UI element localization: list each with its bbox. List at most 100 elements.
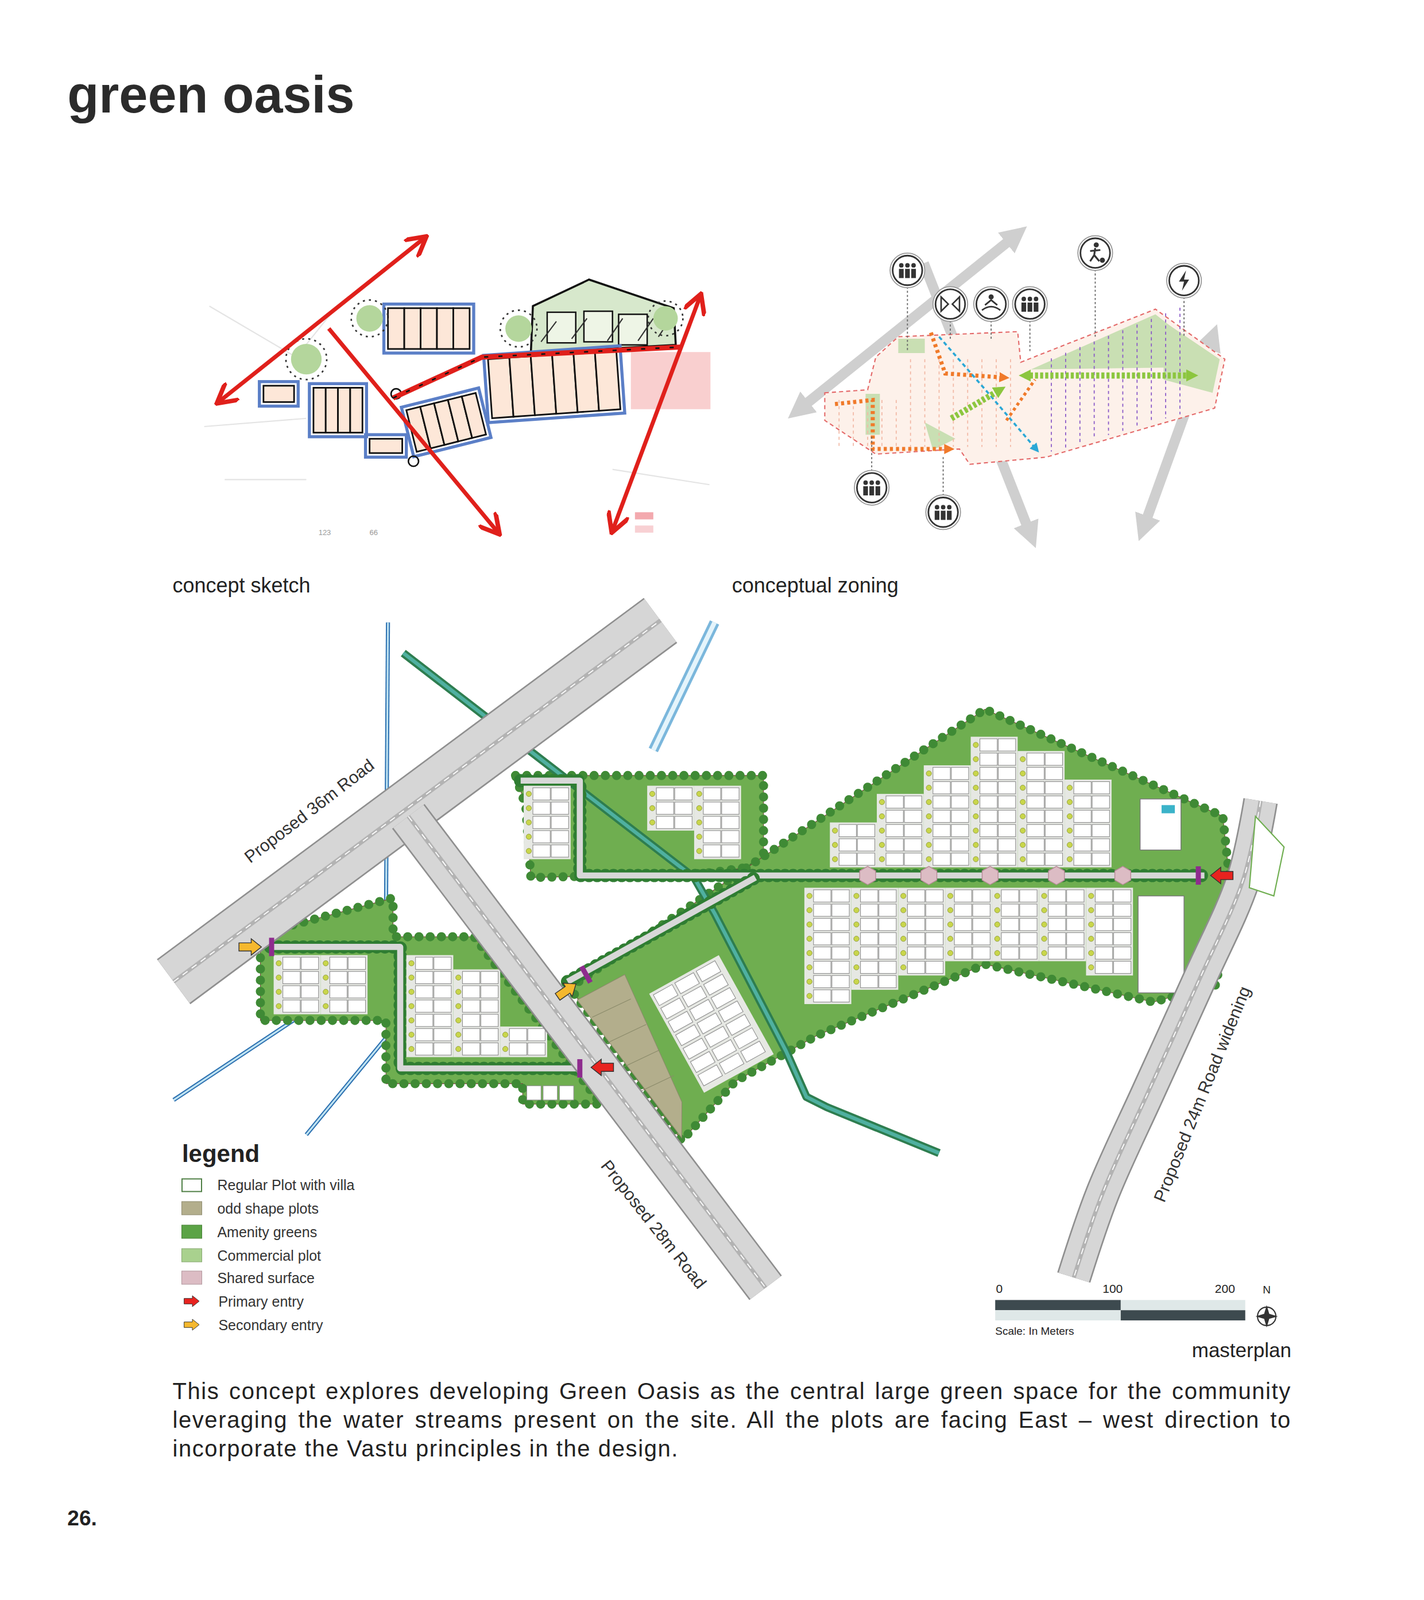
villa-plot <box>954 933 972 946</box>
legend-text: Amenity greens <box>217 1223 317 1241</box>
street-tree <box>994 893 1000 899</box>
street-tree <box>853 922 859 928</box>
icon-glyph <box>904 268 910 278</box>
street-tree <box>408 1046 414 1052</box>
villa-plot <box>860 933 878 946</box>
villa-plot <box>838 853 857 866</box>
villa-plot <box>907 946 925 959</box>
sketch-plot <box>263 385 294 402</box>
villa-plot <box>415 1014 433 1027</box>
villa-plot <box>813 961 831 974</box>
zone-green <box>898 338 925 354</box>
villa-plot <box>1048 946 1066 959</box>
water-stream-core <box>385 622 389 924</box>
villa-plot <box>813 918 831 931</box>
legend-item: Primary entry <box>181 1293 304 1310</box>
street-tree <box>408 989 414 995</box>
villa-plot <box>415 1043 433 1056</box>
street-tree <box>1088 950 1094 956</box>
icon-glyph <box>1090 248 1101 262</box>
plot-stripe <box>1179 307 1181 415</box>
villa-plot <box>1094 890 1113 903</box>
villa-plot <box>1048 904 1066 917</box>
villa-plot <box>1073 853 1091 866</box>
arrow-shape <box>184 1295 200 1307</box>
plot-ground <box>898 887 946 976</box>
villa-plot <box>998 782 1016 795</box>
entry-gate <box>269 937 275 957</box>
street-tree <box>947 950 953 956</box>
sketch-block <box>309 383 367 437</box>
sketch-plot <box>388 308 405 350</box>
movement-arrow <box>612 295 701 531</box>
icon-circle <box>1169 265 1199 296</box>
plot-stripe <box>981 359 983 448</box>
street-tree <box>1041 893 1047 899</box>
street-tree <box>806 964 812 970</box>
sketch-outline <box>401 388 491 458</box>
commercial-building <box>1138 896 1184 994</box>
villa-plot <box>1026 838 1044 851</box>
villa-plot <box>551 787 569 800</box>
street-tree <box>900 893 907 899</box>
icon-glyph <box>946 511 952 521</box>
villa-plot <box>1092 824 1110 837</box>
street-tree <box>994 922 1000 928</box>
villa-plot <box>951 838 969 851</box>
villa-plot <box>1026 810 1044 823</box>
street-tree <box>947 893 953 899</box>
villa-plot <box>415 1028 433 1042</box>
villa-plot <box>998 838 1016 851</box>
sketch-outline <box>365 434 407 458</box>
sketch-tree <box>291 343 322 375</box>
sketch-key <box>635 525 654 533</box>
street-tree <box>806 893 812 899</box>
villa-plot <box>951 782 969 795</box>
scale-note: Scale: In Meters <box>995 1325 1074 1338</box>
villa-plot <box>1094 904 1113 917</box>
villa-plot <box>1026 753 1044 766</box>
sketch-plot <box>594 350 621 411</box>
villa-plot <box>933 782 951 795</box>
scale-bar <box>995 1310 1121 1321</box>
amenity-icon <box>854 470 889 505</box>
street-tree <box>1020 856 1026 862</box>
zone-green <box>1163 321 1221 393</box>
villa-plot <box>954 946 972 959</box>
tree-belt <box>515 775 764 878</box>
villa-plot <box>721 802 739 815</box>
street-tree <box>696 819 702 826</box>
villa-plot <box>283 1000 301 1013</box>
icon-glyph <box>863 480 869 486</box>
icon-glyph <box>911 268 916 278</box>
villa-plot <box>434 971 452 984</box>
villa-plot <box>925 918 943 931</box>
icon-circle <box>856 473 887 503</box>
road-median <box>1073 801 1261 1278</box>
villa-plot <box>860 946 878 959</box>
plot-ground <box>1064 779 1112 868</box>
villa-plot <box>1019 918 1037 931</box>
arrow-shape <box>238 938 262 955</box>
plot-ground <box>1085 887 1133 976</box>
street-tree <box>323 960 329 966</box>
icon-circle <box>935 289 966 320</box>
plot-stripe <box>910 359 912 448</box>
sketch-plot <box>313 387 326 433</box>
icon-glyph <box>869 480 874 486</box>
street-tree <box>525 805 532 811</box>
villa-plot <box>813 904 831 917</box>
street-tree <box>455 1003 462 1009</box>
villa-plot <box>907 904 925 917</box>
movement-arrow <box>218 237 425 402</box>
entry-gate <box>579 965 593 984</box>
street-tree <box>323 974 329 981</box>
villa-plot <box>832 946 850 959</box>
lane-line <box>1073 801 1261 1278</box>
villa-plot <box>860 975 878 988</box>
road-label: Proposed 28m Road <box>596 1157 711 1294</box>
street-tree <box>1088 922 1094 928</box>
plot-stripe <box>1079 347 1081 444</box>
sketch-tree <box>653 306 679 331</box>
villa-plot <box>301 1000 319 1013</box>
